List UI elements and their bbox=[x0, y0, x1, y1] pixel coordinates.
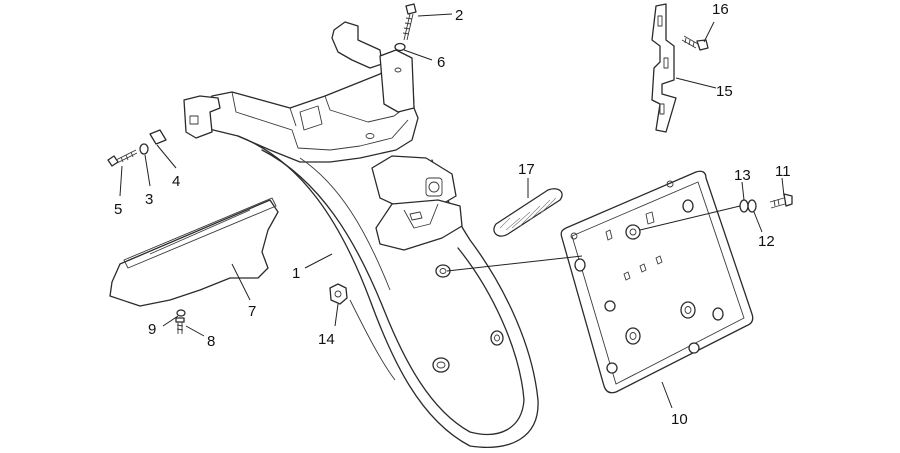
part-washer-12 bbox=[747, 199, 757, 213]
part-nut-14 bbox=[329, 283, 348, 305]
leader-lines bbox=[119, 13, 785, 409]
part-washer-6 bbox=[394, 42, 406, 52]
callout-4: 4 bbox=[172, 173, 180, 190]
callout-9: 9 bbox=[148, 321, 156, 338]
callout-12: 12 bbox=[758, 233, 775, 250]
part-reflector-17 bbox=[493, 188, 563, 237]
callout-13: 13 bbox=[734, 167, 751, 184]
part-screw-11 bbox=[769, 193, 793, 209]
callout-3: 3 bbox=[145, 191, 153, 208]
callout-2: 2 bbox=[455, 7, 463, 24]
part-bracket-15 bbox=[651, 3, 677, 133]
callout-8: 8 bbox=[207, 333, 215, 350]
callout-labels: 1 2 3 4 5 6 7 8 9 10 11 12 13 14 15 16 1… bbox=[114, 1, 791, 428]
callout-16: 16 bbox=[712, 1, 729, 18]
part-washer-13 bbox=[739, 199, 749, 213]
callout-5: 5 bbox=[114, 201, 122, 218]
part-screw-2 bbox=[402, 3, 417, 41]
part-screw-5 bbox=[107, 149, 138, 167]
callout-7: 7 bbox=[248, 303, 256, 320]
part-clip-4 bbox=[149, 129, 167, 145]
callout-1: 1 bbox=[292, 265, 300, 282]
part-screw-8 bbox=[175, 317, 185, 334]
callout-6: 6 bbox=[437, 54, 445, 71]
part-screw-16 bbox=[681, 35, 709, 51]
callout-10: 10 bbox=[671, 411, 688, 428]
callout-17: 17 bbox=[518, 161, 535, 178]
part-washer-9 bbox=[176, 309, 186, 317]
part-plate-holder-10 bbox=[560, 170, 754, 394]
part-splash-shield-7 bbox=[109, 197, 279, 307]
part-washer-3 bbox=[139, 143, 149, 155]
callout-14: 14 bbox=[318, 331, 335, 348]
callout-11: 11 bbox=[775, 163, 791, 180]
callout-15: 15 bbox=[716, 83, 733, 100]
part-rear-fender bbox=[183, 21, 539, 448]
